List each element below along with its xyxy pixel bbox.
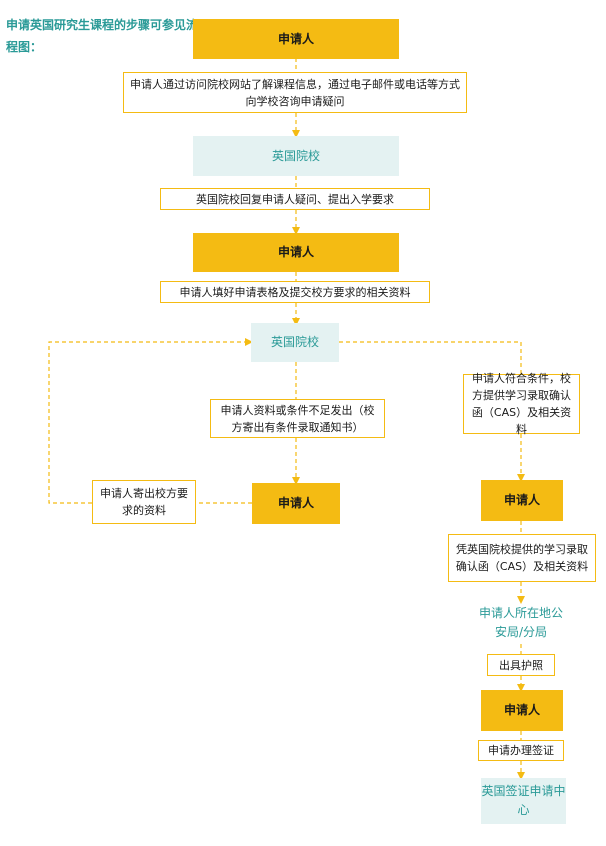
uk-school-box-1: 英国院校 [193,136,399,176]
connector-school2-casissue [339,341,522,374]
send-docs-step-box: 申请人寄出校方要求的资料 [92,480,196,524]
applicant-box-3: 申请人 [252,483,340,524]
cas-use-step-box: 凭英国院校提供的学习录取确认函（CAS）及相关资料 [448,534,596,582]
submit-step-box: 申请人填好申请表格及提交校方要求的相关资料 [160,281,430,303]
cas-issue-step-box: 申请人符合条件，校方提供学习录取确认函（CAS）及相关资料 [463,372,580,436]
visa-center-box: 英国签证申请中心 [481,778,566,824]
conditional-step-box: 申请人资料或条件不足发出（校方寄出有条件录取通知书） [210,399,385,438]
applicant-box-2: 申请人 [193,233,399,272]
applicant-box-5: 申请人 [481,690,563,731]
reply-step-box: 英国院校回复申请人疑问、提出入学要求 [160,188,430,210]
connector-senddocs-school2-loop [48,338,253,504]
inquiry-step-box: 申请人通过访问院校网站了解课程信息，通过电子邮件或电话等方式向学校咨询申请疑问 [123,72,467,113]
passport-step-box: 出具护照 [487,654,555,676]
applicant-box-1: 申请人 [193,19,399,59]
police-bureau-label: 申请人所在地公安局/分局 [478,606,563,639]
visa-step-box: 申请办理签证 [478,740,564,761]
page-title: 申请英国研究生课程的步骤可参见流程图： [6,18,199,54]
applicant-box-4: 申请人 [481,480,563,521]
uk-school-box-2: 英国院校 [251,323,339,362]
